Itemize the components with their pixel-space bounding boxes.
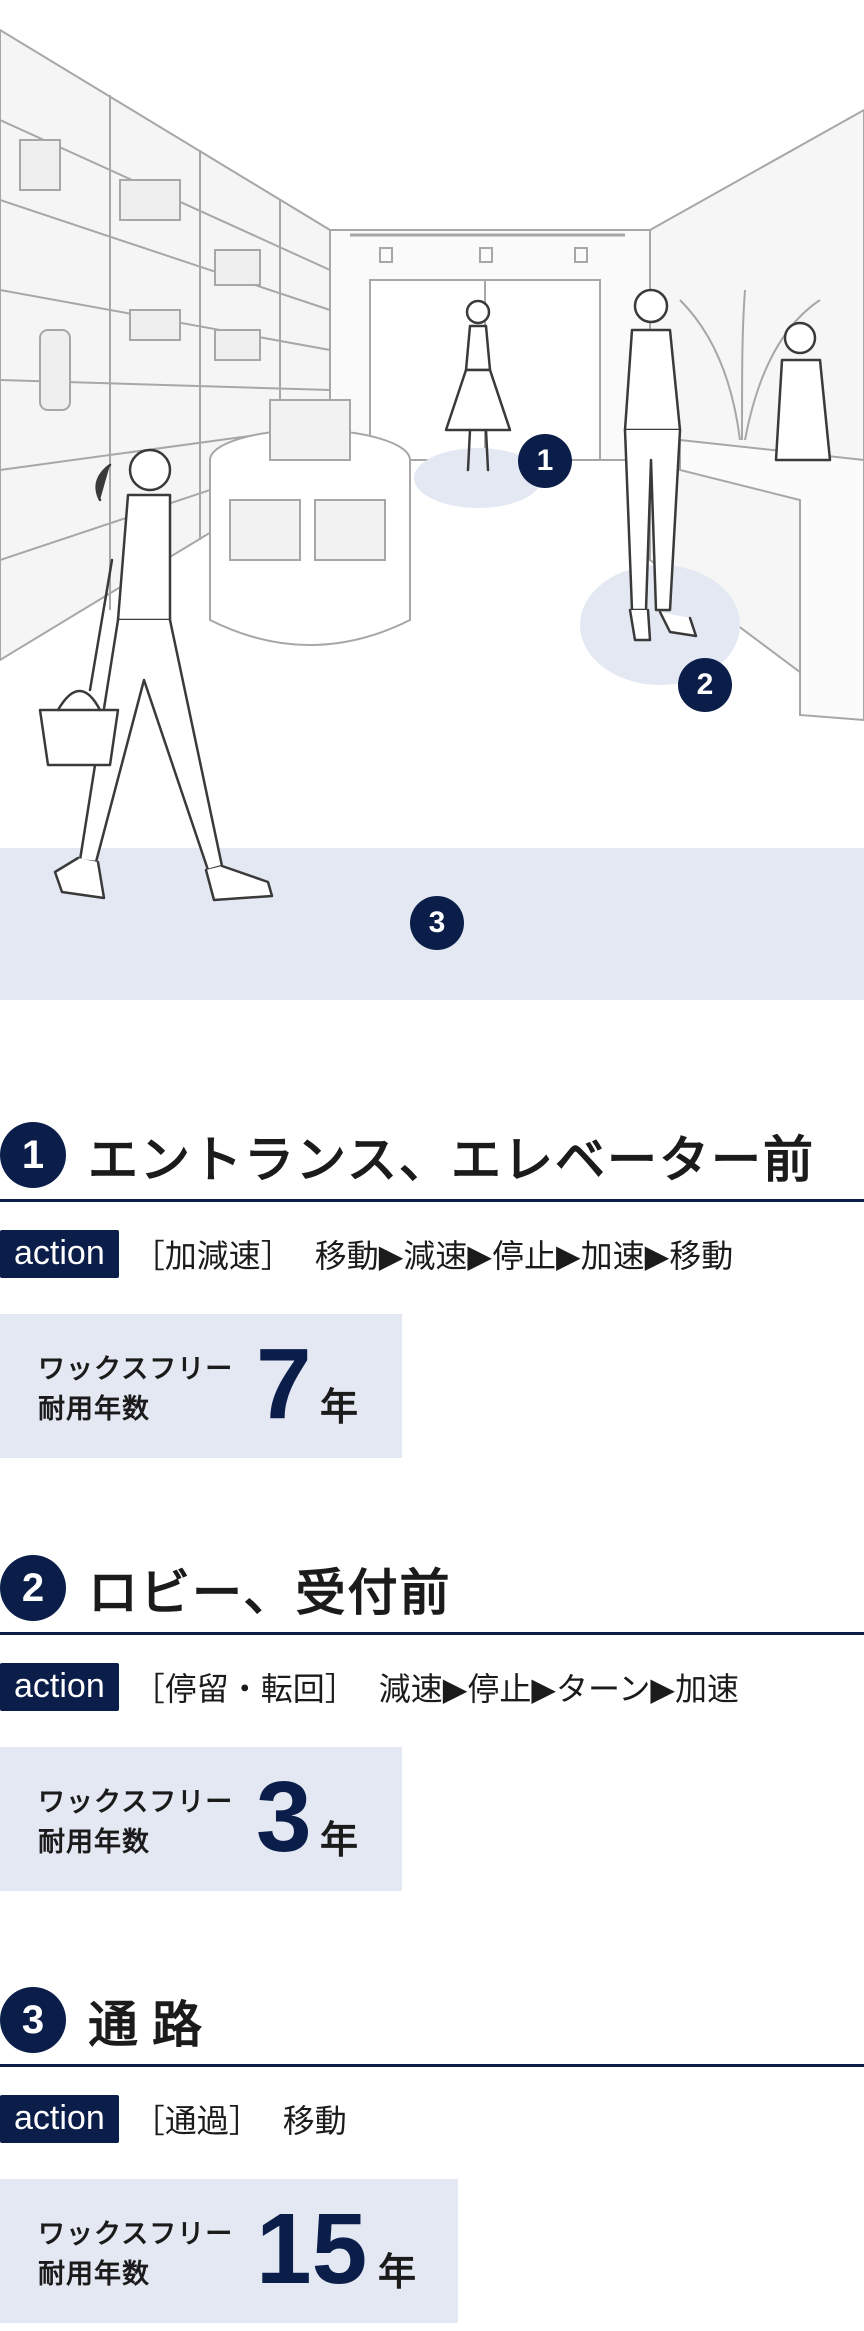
section-header: 3 通路 xyxy=(0,1977,864,2067)
reception-counter xyxy=(679,438,864,722)
man-in-lobby xyxy=(623,288,698,642)
durability-box: ワックスフリー 耐用年数 7 年 xyxy=(0,1314,402,1458)
action-flow: 移動▶減速▶停止▶加速▶移動 xyxy=(314,1237,734,1275)
action-flow: 減速▶停止▶ターン▶加速 xyxy=(378,1670,739,1708)
durability-years-unit: 年 xyxy=(320,1818,359,1862)
durability-label-line1: ワックスフリー xyxy=(38,1787,234,1818)
action-row: action ［停留・転回］ 減速▶停止▶ターン▶加速 xyxy=(0,1662,739,1712)
section-title: エントランス、エレベーター前 xyxy=(88,1131,815,1189)
durability-label-line1: ワックスフリー xyxy=(38,1354,234,1385)
zone-marker-1: 1 xyxy=(518,434,572,488)
section-title: ロビー、受付前 xyxy=(88,1564,452,1622)
durability-label-line2: 耐用年数 xyxy=(38,1827,150,1858)
section-number-badge: 1 xyxy=(0,1122,66,1188)
durability-label-line2: 耐用年数 xyxy=(38,2259,150,2290)
action-badge: action xyxy=(0,1663,119,1711)
section-number-badge: 3 xyxy=(0,1987,66,2053)
action-type: ［通過］ xyxy=(132,2102,261,2140)
durability-years-value: 7 xyxy=(256,1328,312,1440)
zone-marker-3: 3 xyxy=(410,896,464,950)
section-number-badge: 2 xyxy=(0,1555,66,1621)
store-scene-drawing xyxy=(0,28,864,902)
woman-at-elevator xyxy=(444,299,512,472)
section-title: 通路 xyxy=(88,1996,216,2054)
action-row: action ［加減速］ 移動▶減速▶停止▶加速▶移動 xyxy=(0,1229,733,1279)
durability-label: ワックスフリー 耐用年数 xyxy=(38,1783,233,1863)
zone-marker-2: 2 xyxy=(678,658,732,712)
action-flow: 移動 xyxy=(282,2102,347,2140)
action-type: ［停留・転回］ xyxy=(132,1670,357,1708)
durability-years-unit: 年 xyxy=(378,2250,417,2294)
zone-1-highlight xyxy=(414,448,542,508)
durability-years-value: 3 xyxy=(256,1761,312,1873)
durability-years-value: 15 xyxy=(256,2193,368,2305)
receptionist xyxy=(774,321,832,462)
action-row: action ［通過］ 移動 xyxy=(0,2094,347,2144)
action-badge: action xyxy=(0,2095,119,2143)
durability-years-unit: 年 xyxy=(320,1385,359,1429)
walking-woman xyxy=(38,448,274,902)
durability-label: ワックスフリー 耐用年数 xyxy=(38,2215,233,2295)
durability-label: ワックスフリー 耐用年数 xyxy=(38,1350,233,1430)
durability-label-line1: ワックスフリー xyxy=(38,2219,234,2250)
store-illustration: 1 2 3 xyxy=(0,0,864,1000)
durability-box: ワックスフリー 耐用年数 3 年 xyxy=(0,1747,402,1891)
action-type: ［加減速］ xyxy=(132,1237,293,1275)
action-badge: action xyxy=(0,1230,119,1278)
section-header: 2 ロビー、受付前 xyxy=(0,1545,864,1635)
section-header: 1 エントランス、エレベーター前 xyxy=(0,1112,864,1202)
zone-2-highlight xyxy=(580,565,740,685)
durability-box: ワックスフリー 耐用年数 15 年 xyxy=(0,2179,458,2323)
durability-label-line2: 耐用年数 xyxy=(38,1394,150,1425)
